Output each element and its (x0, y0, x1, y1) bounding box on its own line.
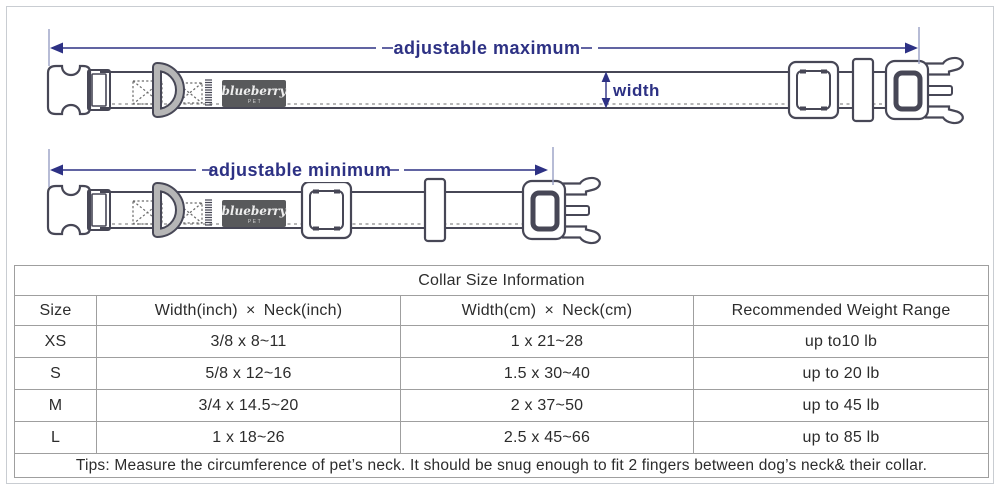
tips-text: Tips: Measure the circumference of pet’s… (13, 453, 990, 478)
cell-l-inch: 1 x 18~26 (96, 421, 401, 454)
adjustable-maximum-label: adjustable maximum (393, 38, 580, 58)
brand-name-text: blueberry (222, 204, 288, 218)
brand-sub-text: PET (248, 99, 263, 105)
adjustable-maximum-annotation: adjustable maximum (48, 27, 920, 66)
collar-diagram-minimum: blueberry PET adjustable minimum (48, 147, 600, 243)
table-tips-row: Tips: Measure the circumference of pet’s… (13, 453, 990, 478)
header-weight-range: Recommended Weight Range (692, 295, 990, 326)
cell-s-weight: up to 20 lb (692, 357, 990, 390)
table-title-row: Collar Size Information (13, 265, 990, 296)
cell-m-size: M (14, 389, 97, 422)
buckle-male (886, 58, 963, 123)
width-annotation: width (601, 71, 660, 109)
collar-diagram-maximum: blueberry PET adjustable maximum (48, 27, 963, 123)
tri-glide-slider (300, 180, 353, 240)
keeper-loop (851, 57, 875, 123)
cell-m-cm: 2 x 37~50 (400, 389, 694, 422)
cell-l-cm: 2.5 x 45~66 (400, 421, 694, 454)
cell-xs-weight: up to10 lb (692, 325, 990, 358)
brand-sub-text: PET (248, 219, 263, 225)
buckle-female (48, 66, 212, 114)
table-header-row: Size Width(inch) × Neck(inch) Width(cm) … (14, 295, 990, 326)
cell-l-size: L (14, 421, 97, 454)
table-row-l: L 1 x 18~26 2.5 x 45~66 up to 85 lb (14, 421, 990, 454)
table-row-xs: XS 3/8 x 8~11 1 x 21~28 up to10 lb (14, 325, 990, 358)
adjustable-minimum-label: adjustable minimum (208, 160, 391, 180)
buckle-female (48, 186, 212, 234)
brand-name-text: blueberry (222, 84, 288, 98)
header-width-inch: Width(inch) × Neck(inch) (96, 295, 401, 326)
cell-s-cm: 1.5 x 30~40 (400, 357, 694, 390)
cell-xs-size: XS (14, 325, 97, 358)
cell-m-weight: up to 45 lb (692, 389, 990, 422)
table-row-s: S 5/8 x 12~16 1.5 x 30~40 up to 20 lb (14, 357, 990, 390)
keeper-loop (423, 177, 447, 243)
adjustable-minimum-annotation: adjustable minimum (48, 147, 554, 187)
collar-diagram: blueberry PET adjustable maximum (0, 27, 1000, 264)
cell-m-inch: 3/4 x 14.5~20 (96, 389, 401, 422)
width-label: width (612, 81, 660, 100)
buckle-male (523, 178, 600, 243)
cell-s-inch: 5/8 x 12~16 (96, 357, 401, 390)
cell-s-size: S (14, 357, 97, 390)
table-row-m: M 3/4 x 14.5~20 2 x 37~50 up to 45 lb (14, 389, 990, 422)
cell-l-weight: up to 85 lb (692, 421, 990, 454)
cell-xs-cm: 1 x 21~28 (400, 325, 694, 358)
cell-xs-inch: 3/8 x 8~11 (96, 325, 401, 358)
table-title: Collar Size Information (13, 265, 990, 296)
header-width-cm: Width(cm) × Neck(cm) (400, 295, 694, 326)
collar-size-table: Collar Size Information Size Width(inch)… (13, 265, 990, 478)
tri-glide-slider (787, 60, 840, 120)
header-size: Size (14, 295, 97, 326)
